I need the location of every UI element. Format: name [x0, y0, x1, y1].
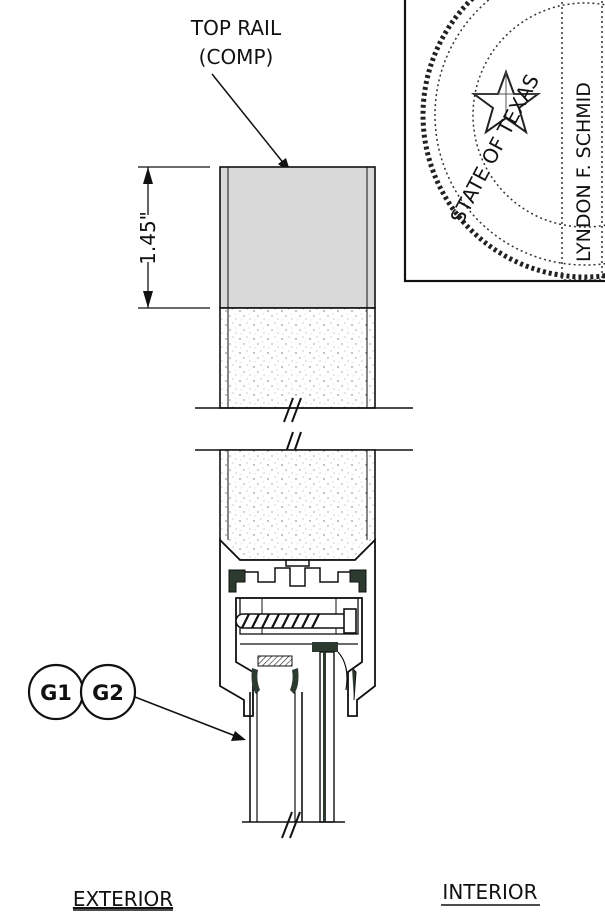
top-rail-label-line1: TOP RAIL [190, 16, 282, 40]
glazing-channel [219, 537, 376, 717]
engineer-seal: STATE OF TEXAS LYNDON F. SCHMID [403, 0, 605, 283]
tag-g2 [79, 663, 137, 721]
tag-g2-text: G2 [92, 681, 124, 705]
interior-label: INTERIOR [442, 880, 537, 904]
dimension-value: 1.45" [136, 211, 160, 265]
interior-gasket [312, 642, 357, 823]
fastener-screw [235, 608, 357, 634]
seal-inner-text: LYNDON F. SCHMID [573, 82, 595, 262]
glass-leader [134, 696, 246, 741]
top-rail-cap [219, 166, 376, 309]
top-rail-leader [211, 73, 291, 174]
break-mark-lower [281, 811, 301, 839]
setting-block [251, 655, 299, 694]
break-mark-upper [283, 397, 302, 423]
tag-g1-text: G1 [40, 681, 72, 705]
rail-core-lower [195, 449, 413, 561]
exterior-label: EXTERIOR [73, 887, 173, 911]
rail-core-upper [195, 307, 413, 409]
glass-lites [242, 692, 345, 823]
dimension-line [138, 166, 210, 309]
top-rail-label-line2: (COMP) [199, 45, 274, 69]
